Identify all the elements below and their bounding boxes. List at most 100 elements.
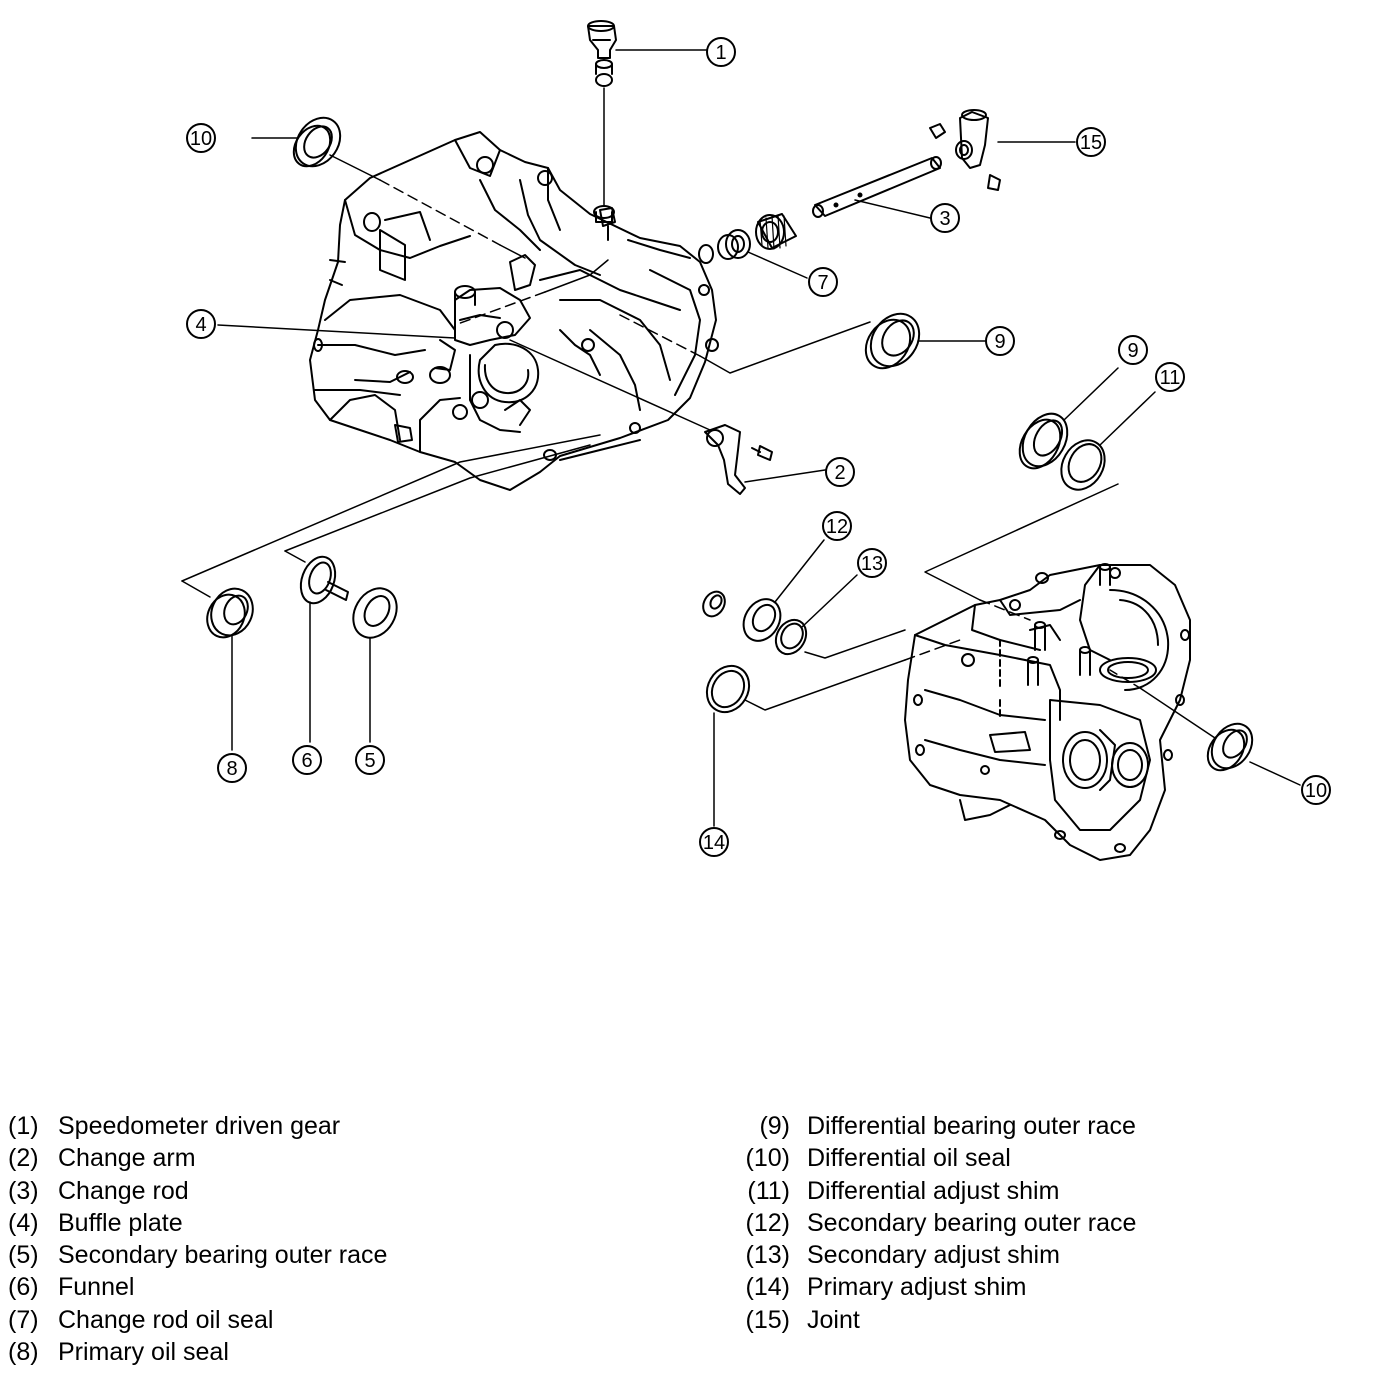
stud-bolts: [1027, 563, 1111, 686]
legend-item-number: (2): [8, 1144, 39, 1173]
legend-item-number: (12): [745, 1208, 790, 1237]
callout-9b: 9: [1118, 335, 1148, 365]
callout-10b-number: 10: [1305, 780, 1327, 802]
legend-item-number: (8): [8, 1338, 39, 1367]
legend-item: (7) Change rod oil seal: [8, 1304, 387, 1336]
callout-10a-number: 10: [190, 128, 212, 150]
change-arm: [704, 424, 773, 495]
legend-item: (6) Funnel: [8, 1271, 387, 1303]
legend-item-number: (15): [745, 1305, 790, 1334]
legend-item-number: (3): [8, 1176, 39, 1205]
callout-6: 6: [292, 745, 322, 775]
legend-item-number: (7): [8, 1305, 39, 1334]
transmission-case: [904, 563, 1191, 861]
callout-8-number: 8: [226, 758, 237, 780]
legend-item-number: (6): [8, 1273, 39, 1302]
legend-item: (1) Speedometer driven gear: [8, 1110, 387, 1142]
legend-right-column: (9) Differential bearing outer race (10)…: [738, 1110, 1137, 1336]
secondary-adjust-shim: [774, 618, 808, 656]
legend-item-number: (11): [747, 1176, 790, 1205]
legend-item-label: Primary adjust shim: [807, 1273, 1027, 1302]
callout-11-number: 11: [1160, 367, 1181, 389]
callout-14-number: 14: [703, 832, 725, 854]
callout-7-number: 7: [817, 272, 828, 294]
legend-item: (4) Buffle plate: [8, 1207, 387, 1239]
secondary-bearing-outer-race-right: [742, 598, 782, 642]
change-rod: [812, 156, 942, 218]
differential-adjust-shim: [1060, 439, 1106, 491]
callout-8: 8: [217, 753, 247, 783]
legend-item-label: Buffle plate: [58, 1208, 183, 1237]
callout-3: 3: [930, 203, 960, 233]
legend-item-label: Change rod oil seal: [58, 1305, 274, 1334]
legend-item-number: (14): [745, 1273, 790, 1302]
legend-item-number: (5): [8, 1241, 39, 1270]
callout-4-number: 4: [195, 314, 206, 336]
legend-item-number: (13): [745, 1241, 790, 1270]
legend-item-label: Change rod: [58, 1176, 189, 1205]
callout-3-number: 3: [939, 208, 950, 230]
change-rod-oil-seal: [698, 213, 797, 264]
callout-15-number: 15: [1080, 132, 1102, 154]
callout-9b-number: 9: [1127, 340, 1138, 362]
callout-2: 2: [825, 457, 855, 487]
differential-bearing-outer-race-right: [1018, 412, 1069, 470]
assembly-lines: [181, 154, 1216, 739]
legend-item-number: (1): [8, 1112, 39, 1140]
legend-item-label: Differential adjust shim: [807, 1176, 1060, 1205]
legend-item-number: (4): [8, 1208, 39, 1237]
legend-item-label: Secondary bearing outer race: [58, 1241, 388, 1270]
callout-10a: 10: [186, 123, 216, 153]
legend-item: (10) Differential oil seal: [738, 1142, 1136, 1174]
clutch-housing: [309, 131, 719, 491]
legend-left-column: (1) Speedometer driven gear (2) Change a…: [8, 1110, 387, 1368]
callout-14: 14: [699, 827, 729, 857]
differential-oil-seal-right: [1206, 722, 1254, 772]
legend-item: (9) Differential bearing outer race: [738, 1110, 1136, 1142]
callout-13: 13: [857, 548, 887, 578]
speedometer-driven-gear: [587, 20, 617, 223]
legend-item-label: Secondary adjust shim: [807, 1241, 1060, 1270]
legend-item: (3) Change rod: [8, 1175, 387, 1207]
primary-oil-seal: [206, 587, 254, 639]
legend-item-label: Primary oil seal: [58, 1338, 229, 1367]
callout-6-number: 6: [301, 750, 312, 772]
legend-item-number: (9): [759, 1112, 790, 1140]
legend-item: (5) Secondary bearing outer race: [8, 1239, 387, 1271]
legend-item-label: Joint: [807, 1305, 860, 1334]
exploded-transmission-diagram: 1 2 3 4 5 6 7 8 9 9 10 10: [181, 20, 1331, 861]
callout-12-number: 12: [826, 516, 848, 538]
differential-bearing-outer-race-left: [864, 312, 921, 370]
joint: [929, 109, 1001, 191]
callout-9a-number: 9: [994, 331, 1005, 353]
callout-5: 5: [355, 745, 385, 775]
legend-item: (8) Primary oil seal: [8, 1336, 387, 1368]
legend-item-label: Funnel: [58, 1273, 135, 1302]
small-seal: [702, 590, 726, 618]
leader-lines: [217, 49, 1301, 827]
legend-item-label: Differential oil seal: [807, 1144, 1011, 1173]
secondary-bearing-outer-race-left: [352, 587, 398, 639]
callout-11: 11: [1155, 362, 1185, 392]
callout-1: 1: [706, 37, 736, 67]
callout-1-number: 1: [715, 42, 726, 64]
legend-item: (11) Differential adjust shim: [738, 1175, 1136, 1207]
callout-7: 7: [808, 267, 838, 297]
callout-5-number: 5: [364, 750, 375, 772]
callout-4: 4: [186, 309, 216, 339]
callout-2-number: 2: [834, 462, 845, 484]
legend-item: (12) Secondary bearing outer race: [738, 1207, 1137, 1239]
legend-item: (13) Secondary adjust shim: [738, 1239, 1136, 1271]
callout-12: 12: [822, 511, 852, 541]
legend-item-label: Speedometer driven gear: [58, 1112, 341, 1140]
legend-item: (15) Joint: [738, 1304, 1136, 1336]
callout-15: 15: [1076, 127, 1106, 157]
callout-10b: 10: [1301, 775, 1331, 805]
callout-9a: 9: [985, 326, 1015, 356]
legend-item-label: Secondary bearing outer race: [807, 1208, 1137, 1237]
legend-item: (14) Primary adjust shim: [738, 1271, 1136, 1303]
callout-13-number: 13: [861, 553, 883, 575]
funnel: [299, 555, 349, 605]
legend-item-number: (10): [745, 1144, 790, 1173]
differential-oil-seal-left: [292, 116, 342, 168]
